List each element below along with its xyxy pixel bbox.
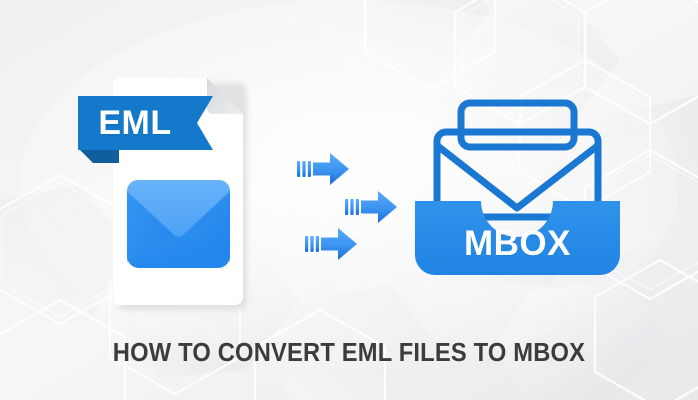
mbox-inbox-tray-icon bbox=[415, 95, 620, 275]
arrow-1-icon bbox=[297, 150, 349, 188]
eml-ribbon-label: EML bbox=[98, 103, 172, 142]
arrow-2-icon bbox=[345, 188, 397, 226]
eml-ribbon-shape bbox=[78, 96, 213, 163]
mbox-label: MBOX bbox=[464, 224, 571, 263]
page-title: HOW TO CONVERT EML FILES TO MBOX bbox=[112, 338, 586, 367]
envelope-icon bbox=[127, 180, 230, 268]
arrow-3-icon bbox=[305, 225, 357, 263]
eml-ribbon-banner: EML bbox=[73, 91, 213, 163]
